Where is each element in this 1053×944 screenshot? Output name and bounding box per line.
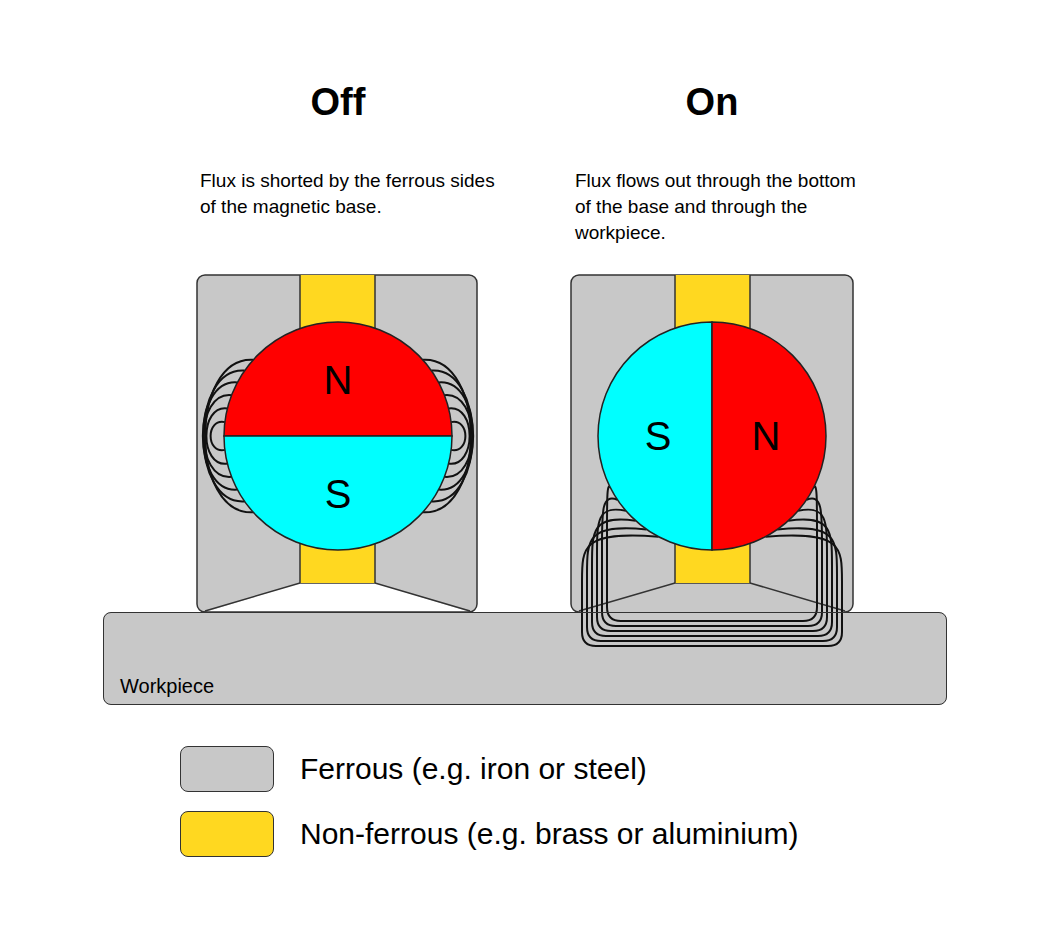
panel-heading: On — [612, 80, 812, 124]
on-housing — [571, 275, 853, 612]
workpiece-label: Workpiece — [120, 674, 214, 698]
north-pole-half: N — [224, 322, 452, 436]
north-pole-half: N — [712, 322, 826, 550]
pole-fill — [224, 322, 452, 436]
flux-line — [211, 422, 225, 450]
pole-fill — [224, 436, 452, 550]
off-housing — [197, 275, 477, 612]
panel-description: Flux is shorted by the ferrous sides of … — [200, 168, 512, 220]
south-pole-half: S — [598, 322, 712, 550]
legend-swatch — [180, 746, 274, 792]
workpiece-fill — [103, 612, 947, 705]
flux-line — [451, 422, 465, 450]
legend-swatch — [180, 811, 274, 857]
pole-fill — [598, 322, 712, 550]
panel-heading: Off — [238, 80, 438, 124]
legend-text: Non-ferrous (e.g. brass or aluminium) — [300, 816, 799, 852]
workpiece-bar: Workpiece — [103, 612, 947, 705]
south-pole-half: S — [224, 436, 452, 550]
panel-description: Flux flows out through the bottom of the… — [575, 168, 875, 246]
pole-fill — [712, 322, 826, 550]
legend-text: Ferrous (e.g. iron or steel) — [300, 751, 647, 787]
pole-letter: S — [325, 474, 352, 514]
flux-line — [582, 535, 842, 646]
pole-letter: N — [324, 360, 353, 400]
pole-letter: S — [645, 416, 672, 456]
pole-letter: N — [752, 416, 781, 456]
